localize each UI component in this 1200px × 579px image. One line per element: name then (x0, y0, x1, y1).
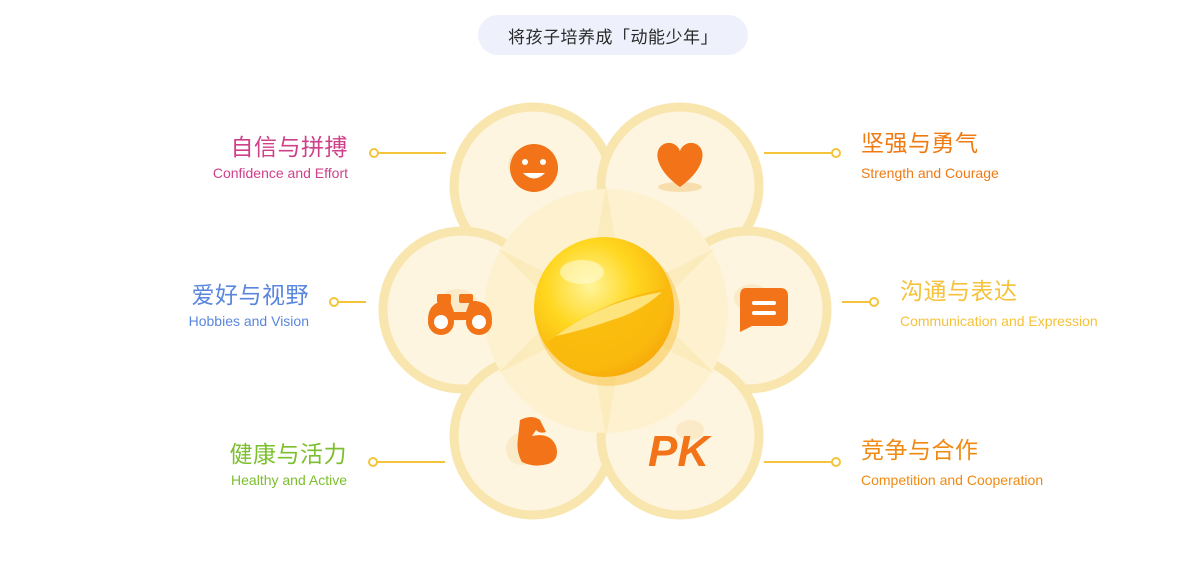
label-healthy-en: Healthy and Active (231, 472, 347, 488)
label-confidence-zh: 自信与拼搏 (230, 135, 348, 161)
label-strength: 坚强与勇气 Strength and Courage (861, 130, 999, 182)
flexed-arm-icon (506, 417, 557, 466)
label-confidence: 自信与拼搏 Confidence and Effort (213, 134, 348, 182)
smiley-icon (508, 144, 558, 192)
pk-icon: PK (648, 420, 712, 476)
label-hobbies-en: Hobbies and Vision (188, 313, 309, 329)
binoculars-icon (428, 289, 492, 335)
label-competition: 竞争与合作 Competition and Cooperation (861, 437, 1043, 489)
header-title: 将孩子培养成「动能少年」 (508, 27, 718, 48)
label-healthy-zh: 健康与活力 (229, 442, 347, 468)
label-confidence-en: Confidence and Effort (212, 165, 348, 181)
label-communication-zh: 沟通与表达 (900, 279, 1018, 305)
label-strength-zh: 坚强与勇气 (861, 131, 979, 157)
heart-icon (657, 142, 703, 192)
chat-bubble-icon (734, 284, 788, 332)
label-communication: 沟通与表达 Communication and Expression (900, 278, 1098, 330)
label-competition-zh: 竞争与合作 (861, 438, 979, 464)
connectors (329, 148, 879, 467)
pk-icon-text: PK (648, 427, 712, 476)
label-hobbies-zh: 爱好与视野 (191, 283, 309, 309)
label-competition-en: Competition and Cooperation (861, 472, 1044, 488)
sun-ball (534, 237, 680, 386)
label-healthy: 健康与活力 Healthy and Active (230, 441, 348, 489)
label-hobbies: 爱好与视野 Hobbies and Vision (189, 282, 309, 330)
label-strength-en: Strength and Courage (861, 165, 999, 181)
label-communication-en: Communication and Expression (900, 313, 1098, 329)
header-pill: 将孩子培养成「动能少年」 (478, 15, 748, 55)
